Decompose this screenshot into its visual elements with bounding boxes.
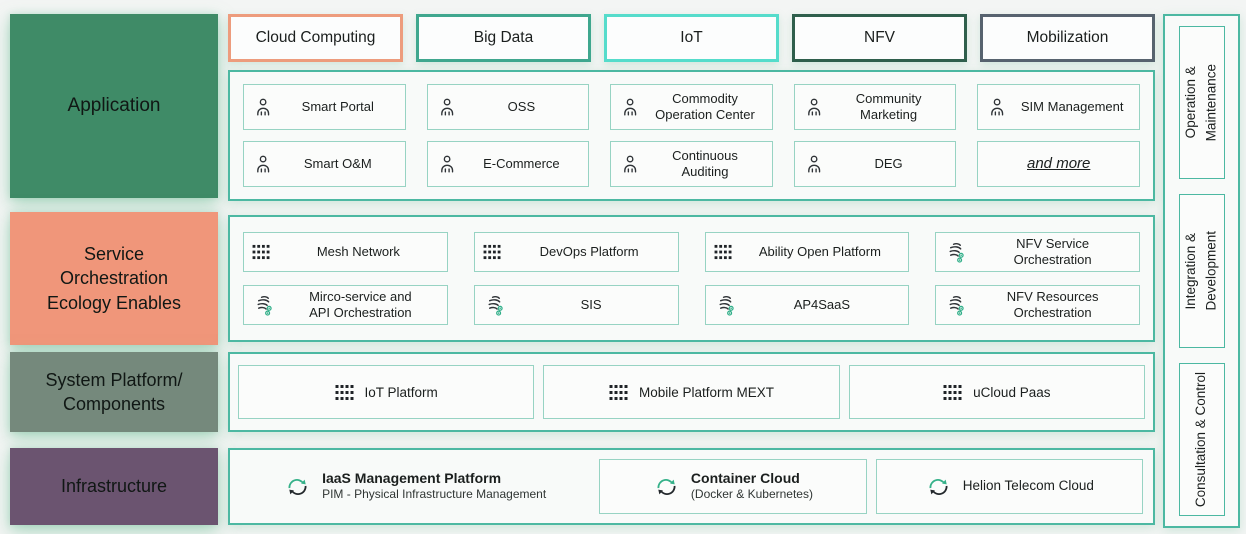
app-item-label: OSS (507, 98, 536, 114)
svc-item-label: Ability Open Platform (758, 243, 881, 259)
application-panel: Smart Portal OSS Commodity Operation Cen… (228, 70, 1155, 201)
orchestration-wave-icon (483, 294, 506, 317)
and-more-label: and more (1027, 154, 1091, 172)
app-grid-icon (943, 384, 963, 401)
person-icon (803, 97, 823, 117)
person-icon (803, 154, 823, 174)
orchestration-wave-icon (944, 294, 967, 317)
app-item-label: SIM Management (1020, 98, 1124, 114)
app-item-e-commerce: E-Commerce (426, 141, 590, 187)
system-platform-panel: IoT Platform Mobile Platform MEXT uCloud… (228, 352, 1155, 432)
app-item-sim-management: SIM Management (977, 84, 1140, 130)
cloud-sync-icon (925, 476, 952, 497)
rail-integration-development: Integration & Development (1178, 194, 1225, 348)
svc-item-label: Mirco-service and API Orchestration (309, 288, 412, 320)
infra-item-helion-telecom-cloud: Helion Telecom Cloud (875, 459, 1143, 514)
infra-item-title: IaaS Management Platform (322, 469, 502, 486)
app-item-label: Commodity Operation Center (655, 90, 755, 122)
rail-label: Consultation & Control (1193, 371, 1209, 507)
infra-item-title: Container Cloud (690, 469, 800, 486)
app-item-label: Smart O&M (303, 155, 372, 171)
svc-item-ap4saas: AP4SaaS (704, 285, 910, 325)
app-item-label: Continuous Auditing (672, 147, 738, 179)
rail-label: Operation & Maintenance (1183, 64, 1219, 142)
tab-iot: IoT (604, 14, 779, 62)
svc-item-label: NFV Service Orchestration (1013, 235, 1092, 267)
person-icon (436, 97, 456, 117)
app-item-label: Smart Portal (301, 98, 374, 114)
person-icon (619, 154, 639, 174)
infra-item-title: Helion Telecom Cloud (962, 478, 1094, 494)
svc-item-label: Mesh Network (316, 243, 400, 259)
app-item-continuous-auditing: Continuous Auditing (610, 141, 773, 187)
app-item-label: Community Marketing (855, 90, 922, 122)
svc-item-ability-open-platform: Ability Open Platform (704, 232, 910, 272)
tab-big-data: Big Data (416, 14, 591, 62)
svc-item-label: NFV Resources Orchestration (1006, 288, 1099, 320)
app-item-label: E-Commerce (483, 155, 560, 171)
svc-item-nfv-resources-orchestration: NFV Resources Orchestration (935, 285, 1140, 325)
app-item-deg: DEG (793, 141, 957, 187)
rail-operation-maintenance: Operation & Maintenance (1178, 26, 1225, 180)
orchestration-wave-icon (714, 294, 737, 317)
sys-item-mobile-platform-mext: Mobile Platform MEXT (543, 365, 840, 419)
app-item-commodity-operation-center: Commodity Operation Center (610, 84, 773, 130)
app-item-and-more: and more (977, 141, 1140, 187)
app-grid-icon (714, 244, 733, 260)
svc-item-mesh-network: Mesh Network (243, 232, 448, 272)
orchestration-wave-icon (944, 241, 967, 264)
app-grid-icon (252, 244, 271, 260)
svc-item-label: DevOps Platform (539, 243, 639, 259)
infra-item-container-cloud: Container Cloud (Docker & Kubernetes) (599, 459, 867, 514)
person-icon (619, 97, 639, 117)
sys-item-ucloud-paas: uCloud Paas (848, 365, 1145, 419)
rail-consultation-control: Consultation & Control (1178, 362, 1225, 516)
layer-label-service-orchestration: Service Orchestration Ecology Enables (10, 212, 218, 345)
app-item-community-marketing: Community Marketing (793, 84, 957, 130)
person-icon (252, 97, 272, 117)
app-grid-icon (609, 384, 629, 401)
rail-label: Integration & Development (1183, 231, 1219, 311)
cloud-sync-icon (653, 476, 680, 497)
cloud-sync-icon (284, 476, 311, 497)
infra-item-iaas-management-platform: IaaS Management Platform PIM - Physical … (240, 459, 590, 514)
app-item-oss: OSS (426, 84, 590, 130)
app-item-smart-portal: Smart Portal (243, 84, 406, 130)
sys-item-iot-platform: IoT Platform (238, 365, 535, 419)
layer-label-infrastructure: Infrastructure (10, 448, 218, 525)
person-icon (986, 97, 1006, 117)
service-orchestration-panel: Mesh Network DevOps Platform Ability Ope… (228, 215, 1155, 342)
infra-item-subtitle: (Docker & Kubernetes) (690, 487, 813, 502)
tab-mobilization: Mobilization (980, 14, 1155, 62)
svc-item-micro-service-api-orchestration: Mirco-service and API Orchestration (243, 285, 448, 325)
svc-item-sis: SIS (473, 285, 679, 325)
sys-item-label: Mobile Platform MEXT (638, 384, 775, 400)
svc-item-devops-platform: DevOps Platform (473, 232, 679, 272)
app-grid-icon (483, 244, 502, 260)
infrastructure-panel: IaaS Management Platform PIM - Physical … (228, 448, 1155, 525)
domain-tabs: Cloud Computing Big Data IoT NFV Mobiliz… (228, 14, 1155, 62)
right-rail: Operation & Maintenance Integration & De… (1163, 14, 1240, 528)
tab-nfv: NFV (792, 14, 967, 62)
layer-label-system-platform: System Platform/ Components (10, 352, 218, 432)
person-icon (436, 154, 456, 174)
orchestration-wave-icon (252, 294, 275, 317)
tab-cloud-computing: Cloud Computing (228, 14, 403, 62)
person-icon (252, 154, 272, 174)
app-item-label: DEG (874, 155, 903, 171)
sys-item-label: IoT Platform (364, 384, 438, 400)
app-item-smart-om: Smart O&M (243, 141, 406, 187)
infra-item-subtitle: PIM - Physical Infrastructure Management (322, 487, 547, 502)
svc-item-nfv-service-orchestration: NFV Service Orchestration (935, 232, 1140, 272)
app-grid-icon (335, 384, 355, 401)
svc-item-label: SIS (580, 296, 602, 312)
layer-label-application: Application (10, 14, 218, 198)
svc-item-label: AP4SaaS (793, 296, 851, 312)
sys-item-label: uCloud Paas (973, 384, 1051, 400)
